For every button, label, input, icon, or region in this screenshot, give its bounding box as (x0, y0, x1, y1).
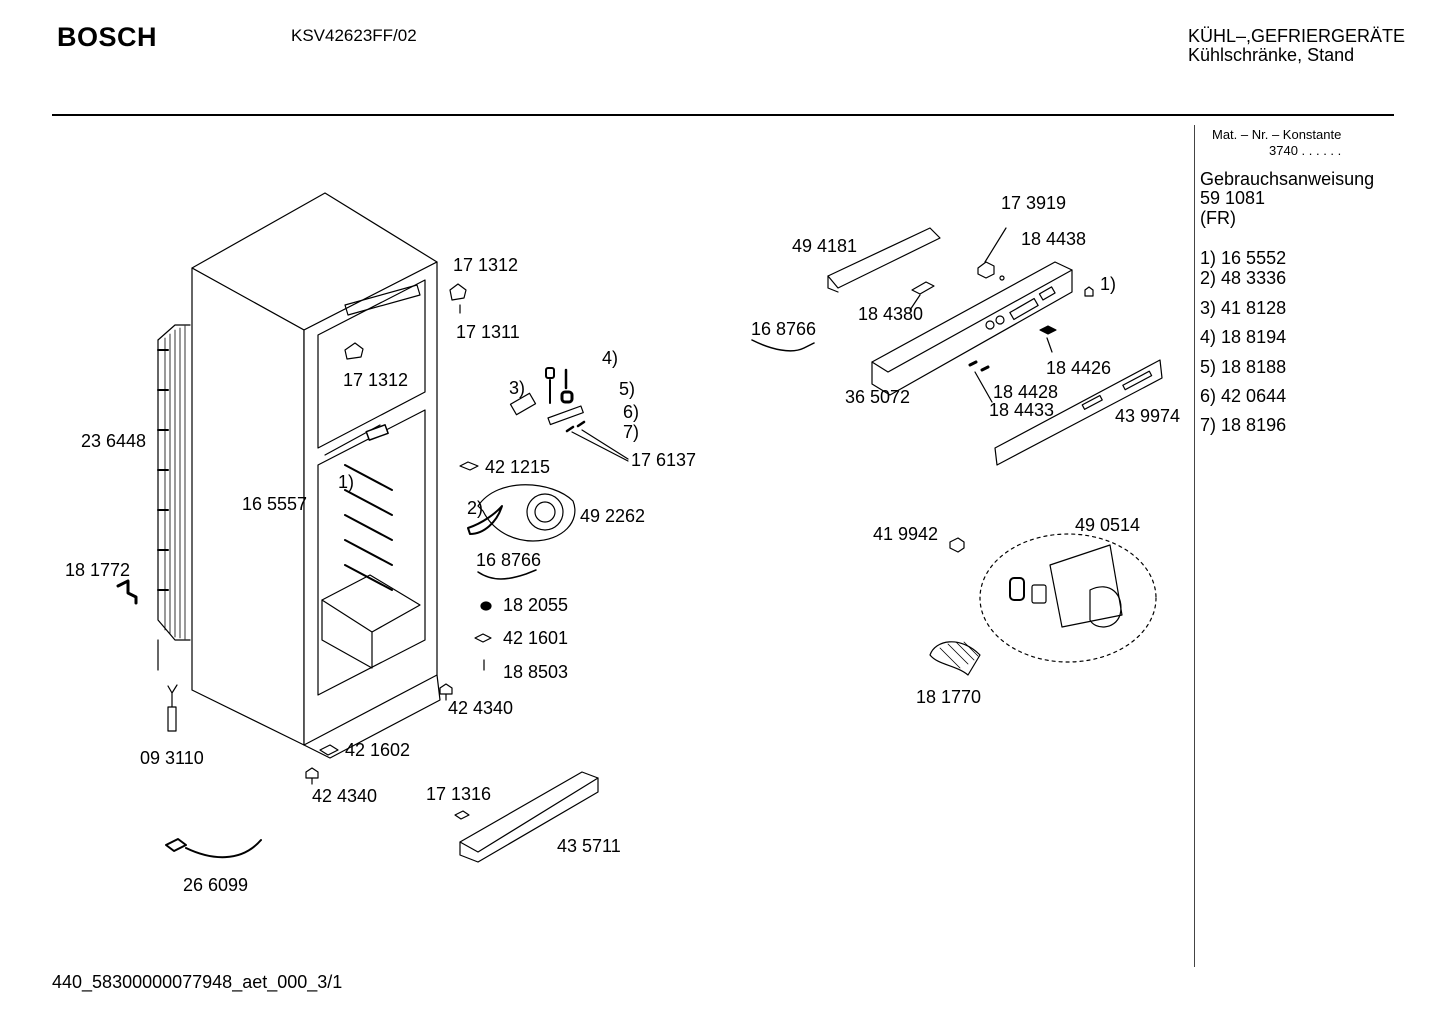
lamp-detail-part (979, 533, 1157, 663)
power-cord-part (165, 838, 262, 859)
trim-strip-part (994, 359, 1163, 466)
sensor-cable-part (751, 339, 815, 352)
part-label: 17 1316 (426, 784, 491, 804)
switch-part (977, 261, 995, 279)
part-label: 43 5711 (557, 836, 621, 856)
part-label: 09 3110 (140, 748, 204, 768)
part-label: 18 4438 (1021, 229, 1086, 249)
foot-part (305, 767, 319, 785)
part-label: 49 2262 (580, 506, 645, 526)
mat-label: Mat. – Nr. – Konstante (1212, 127, 1342, 142)
sensor-cable-part (477, 569, 537, 580)
part-labels: 17 1312 17 1311 17 1312 23 6448 16 5557 … (65, 193, 1180, 895)
refrigerator-cabinet (191, 192, 441, 759)
part-label: 49 0514 (1075, 515, 1140, 535)
document-code: 440_58300000077948_aet_000_3/1 (52, 972, 343, 992)
part-label: 43 9974 (1115, 406, 1180, 426)
thermostat-group-part (509, 367, 629, 462)
part-label: 17 1311 (456, 322, 520, 342)
brand-logo: BOSCH (57, 22, 158, 52)
part-label: 1) (338, 472, 354, 492)
part-label: 16 8766 (476, 550, 541, 570)
category-title: KÜHL–,GEFRIERGERÄTE (1188, 26, 1406, 46)
part-label: 17 3919 (1001, 193, 1066, 213)
plug-part (480, 601, 492, 611)
part-label: 4) (602, 348, 618, 368)
part-label: 18 1770 (916, 687, 981, 707)
legend-item: 7) 18 8196 (1200, 415, 1287, 435)
model-number: KSV42623FF/02 (291, 26, 417, 45)
part-label: 18 4380 (858, 304, 923, 324)
part-label: 42 1215 (485, 457, 550, 477)
part-label: 7) (623, 422, 639, 442)
cover-part (474, 633, 492, 643)
manual-language: (FR) (1200, 208, 1236, 228)
hinge-part (344, 342, 364, 360)
leader-line (909, 294, 921, 311)
part-label: 42 1602 (345, 740, 410, 760)
part-label: 2) (467, 498, 483, 518)
lamp-cover-part (929, 641, 981, 676)
part-label: 42 4340 (448, 698, 513, 718)
part-label: 18 2055 (503, 595, 568, 615)
part-label: 23 6448 (81, 431, 146, 451)
condenser-part (157, 324, 191, 671)
part-label: 41 9942 (873, 524, 938, 544)
part-label: 16 5557 (242, 494, 307, 514)
foot-part (439, 683, 453, 701)
leader-line (1046, 337, 1053, 353)
manual-number: 59 1081 (1200, 188, 1266, 208)
base-grille-part (454, 771, 599, 863)
part-label: 18 4428 (993, 382, 1058, 402)
part-label: 3) (509, 378, 525, 398)
part-label: 17 1312 (453, 255, 518, 275)
header-divider (52, 114, 1394, 116)
control-panel-part (827, 227, 1073, 396)
part-label: 42 4340 (312, 786, 377, 806)
connector-part (911, 281, 935, 295)
part-label: 5) (619, 379, 635, 399)
legend-item: 1) 16 5552 (1200, 248, 1287, 268)
part-label: 18 1772 (65, 560, 130, 580)
part-label: 49 4181 (792, 236, 857, 256)
part-label: 1) (1100, 274, 1116, 294)
category-subtitle: Kühlschränke, Stand (1188, 45, 1355, 65)
sidebar-divider (1194, 125, 1195, 967)
legend-item: 2) 48 3336 (1200, 268, 1287, 288)
legend-item: 4) 18 8194 (1200, 327, 1287, 347)
valve-part (167, 684, 178, 732)
plug-part (1039, 325, 1057, 335)
legend-item: 6) 42 0644 (1200, 386, 1287, 406)
bulb-holder-part (968, 360, 990, 372)
part-label: 42 1601 (503, 628, 568, 648)
part-label: 36 5072 (845, 387, 910, 407)
clip-part (116, 579, 138, 605)
hinge-part (449, 283, 467, 301)
part-label: 18 8503 (503, 662, 568, 682)
cover-part (319, 744, 339, 756)
part-label: 16 8766 (751, 319, 816, 339)
part-label: 17 6137 (631, 450, 696, 470)
mat-value: 3740 . . . . . . (1269, 143, 1342, 158)
leader-line (984, 227, 1007, 263)
part-label: 18 4426 (1046, 358, 1111, 378)
lamp-housing-part (467, 484, 576, 542)
screw-part (1084, 286, 1094, 297)
lamp-part (999, 275, 1005, 281)
part-label: 26 6099 (183, 875, 248, 895)
legend-item: 3) 41 8128 (1200, 298, 1287, 318)
part-label: 18 4433 (989, 400, 1054, 420)
legend-item: 5) 18 8188 (1200, 357, 1287, 377)
cover-part (459, 461, 479, 471)
switch-part (949, 537, 965, 553)
manual-label: Gebrauchsanweisung (1200, 169, 1375, 189)
part-label: 6) (623, 402, 639, 422)
leader-line (974, 371, 993, 403)
part-label: 17 1312 (343, 370, 408, 390)
